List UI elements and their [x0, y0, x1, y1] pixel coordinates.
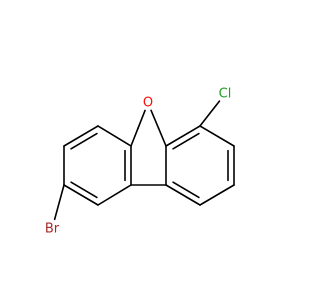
bond [130, 127, 139, 147]
bond-double-inner [70, 181, 98, 199]
bond [199, 125, 235, 147]
bond-double-inner [172, 181, 200, 199]
bond [199, 184, 235, 206]
bond [150, 109, 160, 129]
bond [137, 109, 146, 130]
bond [53, 201, 61, 221]
oxygen-atom-label: O [143, 96, 153, 111]
bond [63, 184, 99, 206]
bond [97, 125, 132, 147]
bond-double-inner [70, 132, 98, 150]
bond [63, 125, 99, 147]
bromine-atom-label: Br [45, 222, 60, 237]
chlorine-atom-label: Cl [219, 87, 232, 102]
bond [97, 184, 132, 206]
bond [165, 184, 201, 206]
bond [157, 127, 167, 147]
bond [199, 112, 211, 127]
bond [208, 100, 221, 115]
bond [58, 184, 65, 203]
bond-double-inner [172, 132, 200, 150]
bond [165, 125, 201, 147]
